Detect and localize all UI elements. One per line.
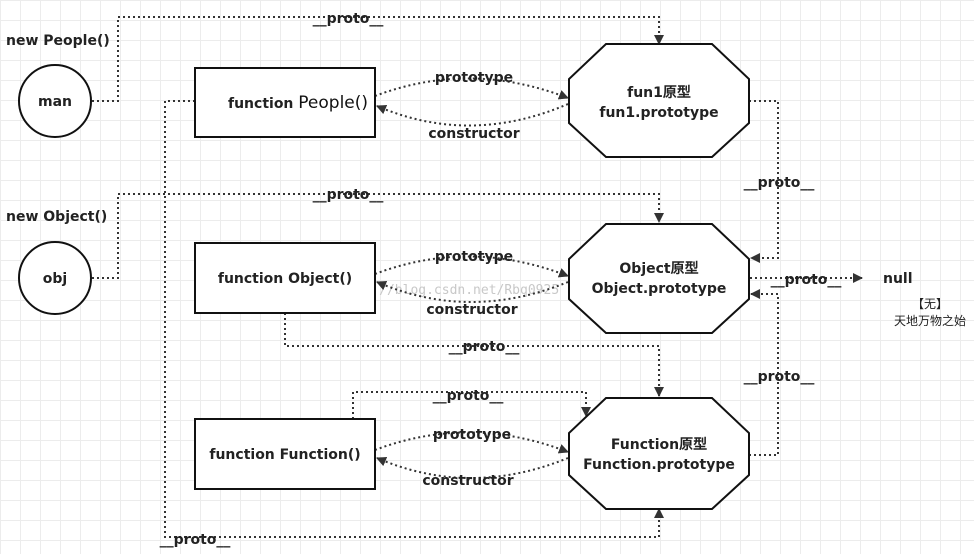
people-constructor-link [376,103,569,127]
function-function-box [194,418,376,490]
object-fn-to-function-proto-link [284,313,664,397]
null-note-line2: 天地万物之始 [894,314,966,328]
new-object-label: new Object() [6,209,107,225]
function-people-label: function People() [228,93,368,113]
prototype-label-people: prototype [435,70,513,86]
object-prototype-node [568,223,750,334]
proto-label-obj: __proto__ [313,187,384,203]
function-prototype-node [568,397,750,510]
object-proto-subtitle: Object.prototype [592,281,727,297]
proto-label-object-fn: __proto__ [449,339,520,355]
function-constructor-link [376,456,569,479]
function-people-box [194,67,376,138]
obj-proto-link [92,193,664,279]
man-node [18,64,92,138]
people-fn-to-function-proto-link [164,100,664,538]
fun1-proto-subtitle: fun1.prototype [599,105,718,121]
function-proto-title: Function原型 [611,436,707,453]
null-note-line1: 【无】 [912,297,948,311]
function-fn-to-function-proto-link [352,391,591,419]
man-proto-link [92,16,664,102]
null-label: null [883,271,913,287]
man-label: man [38,94,72,110]
watermark: http://blog.csdn.net/Rbq0925 [340,283,559,298]
proto-label-function-object: __proto__ [744,369,815,385]
prototype-label-object: prototype [435,249,513,265]
constructor-label-function: constructor [422,473,513,489]
object-proto-title: Object原型 [619,260,698,277]
obj-label: obj [43,271,67,287]
constructor-label-people: constructor [428,126,519,142]
function-function-label: function Function() [209,447,360,463]
function-proto-subtitle: Function.prototype [583,457,735,473]
obj-node [18,241,92,315]
new-people-label: new People() [6,33,110,49]
function-object-label: function Object() [218,271,352,287]
object-constructor-link [376,280,569,303]
proto-label-null: __proto__ [771,272,842,288]
proto-label-bottom: __proto__ [160,532,231,548]
constructor-label-object: constructor [426,302,517,318]
prototype-label-function: prototype [433,427,511,443]
function-object-box [194,242,376,314]
proto-label-function-fn: __proto__ [433,388,504,404]
fun1-proto-title: fun1原型 [627,84,691,101]
proto-label-fun1-object: __proto__ [744,175,815,191]
proto-label-top: __proto__ [313,11,384,27]
fun1-prototype-node [568,43,750,158]
